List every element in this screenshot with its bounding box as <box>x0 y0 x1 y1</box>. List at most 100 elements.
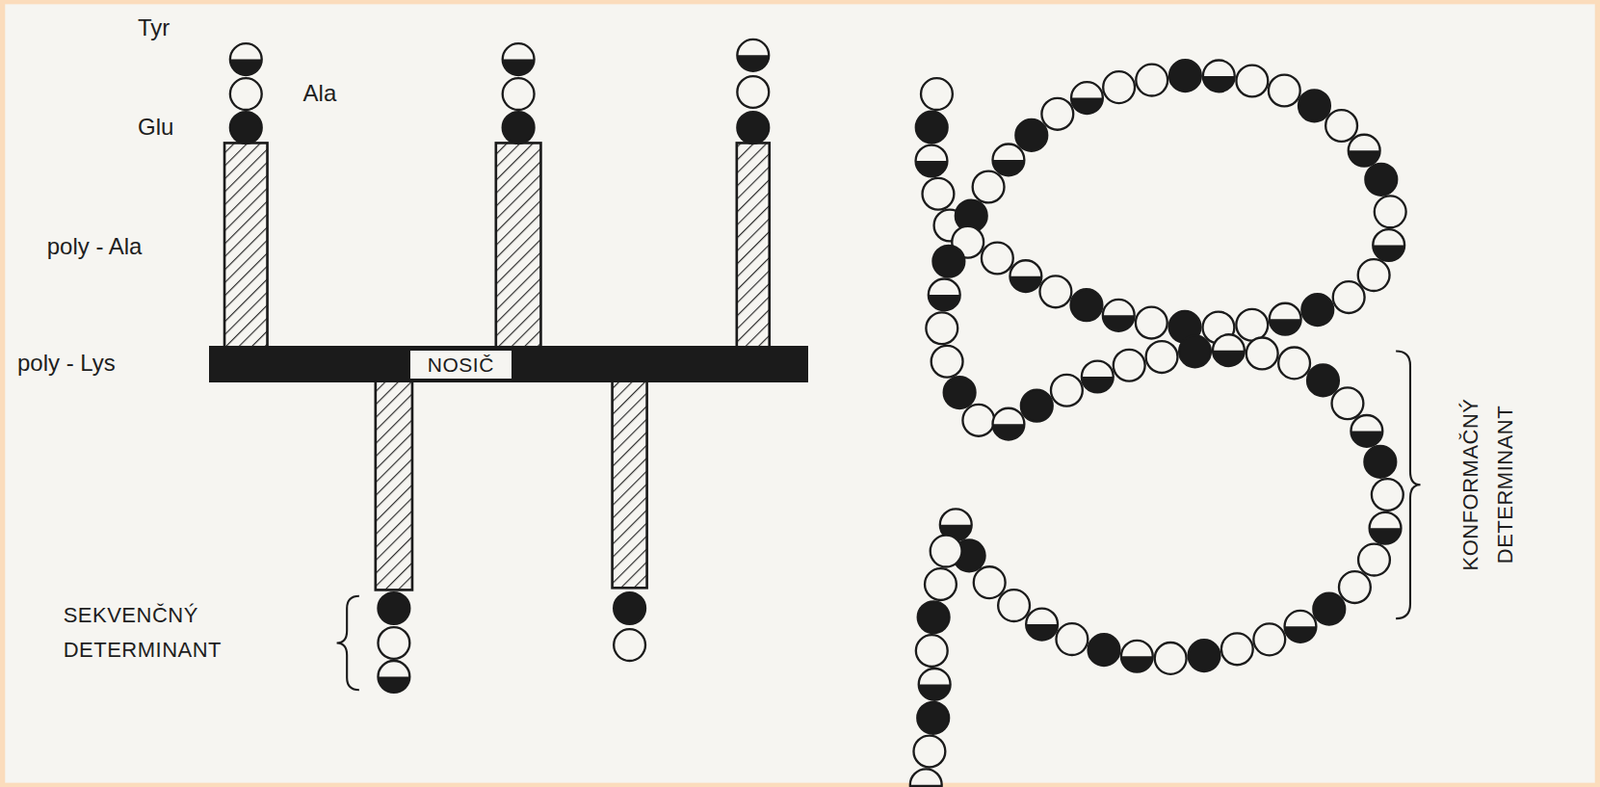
amino-acid-bead <box>972 171 1005 204</box>
bead-half <box>1372 245 1405 262</box>
amino-acid-bead <box>230 43 263 76</box>
bead-circle <box>1301 293 1334 326</box>
amino-acid-bead <box>1088 633 1121 666</box>
bead-half <box>1369 527 1402 544</box>
bead-circle <box>1025 608 1058 641</box>
amino-acid-bead <box>1358 259 1391 291</box>
bead-circle <box>377 627 410 659</box>
amino-acid-bead <box>1371 478 1404 511</box>
bead-circle <box>1358 259 1391 291</box>
amino-acid-bead <box>930 535 963 568</box>
amino-acid-bead <box>924 568 957 601</box>
amino-acid-bead <box>916 111 948 144</box>
bead-circle <box>925 312 958 344</box>
amino-acid-bead <box>916 145 948 178</box>
bead-circle <box>230 111 263 144</box>
bead-circle <box>1253 623 1286 656</box>
bead-half <box>1121 655 1154 672</box>
amino-acid-bead <box>1358 544 1391 577</box>
bead-circle <box>993 408 1025 441</box>
amino-acid-bead <box>502 78 535 110</box>
bead-circle <box>920 78 953 110</box>
poly-ala-stem <box>496 142 542 347</box>
bead-half <box>1212 350 1245 367</box>
bead-circle <box>1212 334 1245 367</box>
bead-half <box>502 59 535 76</box>
bead-half <box>910 785 943 787</box>
bead-circle <box>1113 349 1146 382</box>
amino-acid-bead <box>1146 340 1179 373</box>
bead-circle <box>1102 299 1135 332</box>
amino-acid-bead <box>1332 387 1364 420</box>
bead-circle <box>1298 89 1331 122</box>
amino-acid-bead <box>1235 65 1268 98</box>
bead-circle <box>1121 640 1154 673</box>
amino-acid-bead <box>1039 275 1072 308</box>
bead-circle <box>1246 338 1279 370</box>
amino-acid-bead <box>1102 71 1135 104</box>
bead-circle <box>377 660 410 693</box>
bead-circle <box>1371 478 1404 511</box>
amino-acid-bead <box>1121 640 1154 673</box>
amino-acid-bead <box>1307 365 1339 397</box>
amino-acid-bead <box>1081 361 1114 394</box>
amino-acid-bead <box>1278 346 1311 379</box>
poly-ala-stem <box>612 380 648 588</box>
amino-acid-bead <box>1312 593 1345 626</box>
bead-circle <box>1102 71 1135 104</box>
amino-acid-bead <box>736 76 769 108</box>
bead-half <box>928 294 961 311</box>
amino-acid-bead <box>1268 75 1301 107</box>
bead-circle <box>502 78 535 110</box>
amino-acid-bead <box>230 111 263 144</box>
poly-ala-stem <box>375 380 413 590</box>
amino-acid-bead <box>1301 293 1334 326</box>
bead-circle <box>1039 275 1072 308</box>
bead-circle <box>502 43 535 76</box>
bead-circle <box>913 735 945 768</box>
bead-half <box>1071 98 1103 114</box>
bead-circle <box>736 76 769 108</box>
bead-circle <box>931 345 964 378</box>
bead-circle <box>916 634 948 667</box>
bead-circle <box>1203 59 1235 92</box>
amino-acid-bead <box>1246 338 1279 370</box>
amino-acid-bead <box>918 668 951 701</box>
amino-acid-bead <box>1325 109 1358 142</box>
amino-acid-bead <box>1298 89 1331 122</box>
bead-circle <box>962 404 995 437</box>
amino-acid-bead <box>1364 163 1397 196</box>
amino-acid-label: Glu <box>137 113 174 142</box>
bead-circle <box>1088 633 1121 666</box>
bead-circle <box>1135 64 1168 97</box>
amino-acid-bead <box>1188 639 1221 672</box>
amino-acid-bead <box>1050 374 1083 407</box>
bead-half <box>1102 314 1135 331</box>
amino-acid-bead <box>377 660 410 693</box>
determinant-label: KONFORMAČNÝ DETERMINANT <box>1452 398 1522 572</box>
amino-acid-bead <box>1203 59 1235 92</box>
bead-circle <box>1364 163 1397 196</box>
amino-acid-label: Tyr <box>137 14 170 43</box>
bead-half <box>1009 276 1042 292</box>
bead-circle <box>1269 303 1302 336</box>
amino-acid-bead <box>1135 307 1168 340</box>
bead-circle <box>1154 642 1187 675</box>
bead-circle <box>924 568 957 601</box>
bead-circle <box>1021 390 1053 422</box>
amino-acid-bead <box>981 242 1014 275</box>
bead-circle <box>918 601 950 633</box>
bead-half <box>736 54 769 71</box>
amino-acid-bead <box>920 78 953 110</box>
bead-circle <box>1333 281 1365 314</box>
bead-circle <box>1268 75 1301 107</box>
chain-guide <box>924 75 1392 787</box>
amino-acid-bead <box>944 376 976 409</box>
amino-acid-bead <box>1071 81 1103 114</box>
amino-acid-bead <box>973 566 1006 599</box>
bead-half <box>918 683 951 700</box>
bead-circle <box>932 245 965 278</box>
bead-half <box>1081 376 1114 393</box>
bead-circle <box>613 592 646 625</box>
bead-circle <box>1050 374 1083 407</box>
